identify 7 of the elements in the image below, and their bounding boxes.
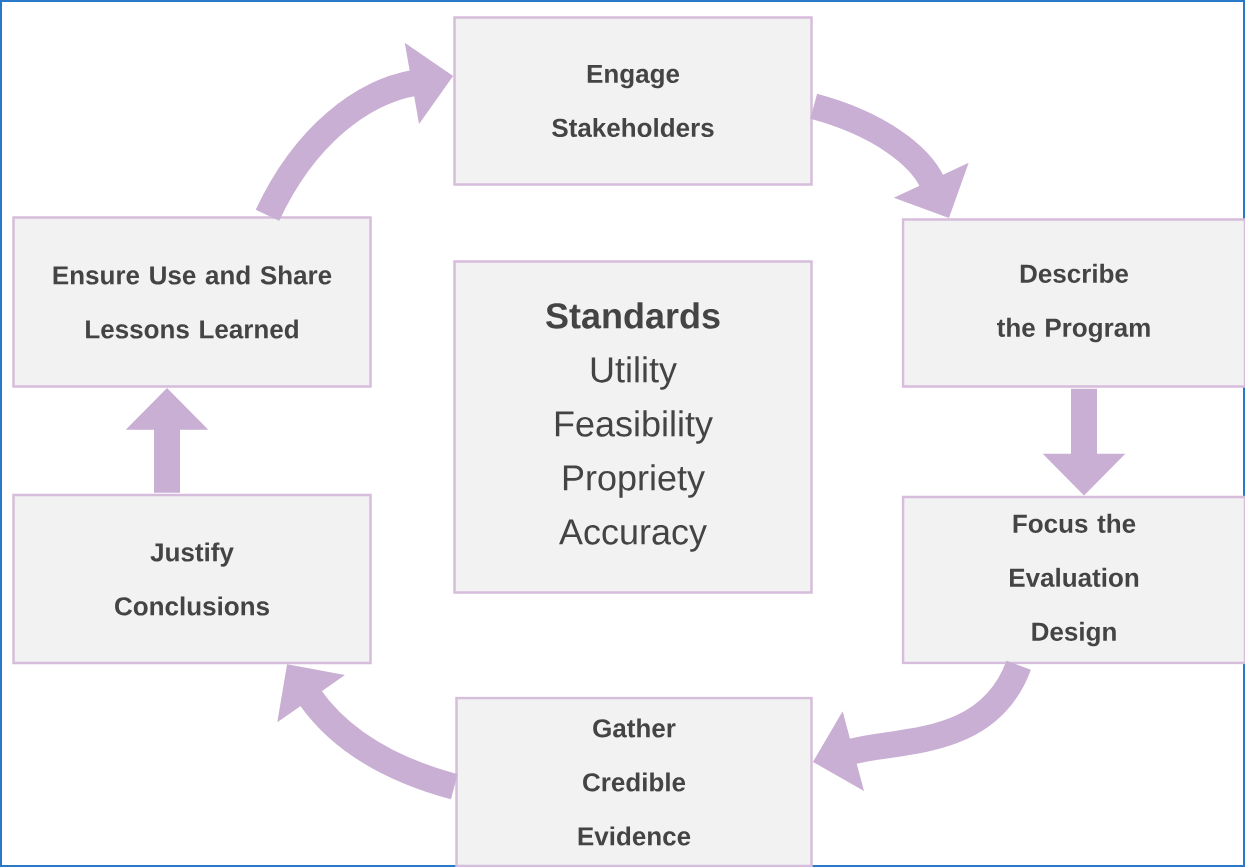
standards-box: Standards Utility Feasibility Propriety Accuracy [453,260,813,594]
step-box: Engage Stakeholders [453,16,813,186]
step-box: Ensure Use and Share Lessons Learned [12,216,372,388]
step-box: Justify Conclusions [12,493,372,665]
step-box: Gather Credible Evidence [455,696,813,867]
step-box: Describe the Program [901,218,1245,388]
step-box: Focus the Evaluation Design [901,495,1245,665]
